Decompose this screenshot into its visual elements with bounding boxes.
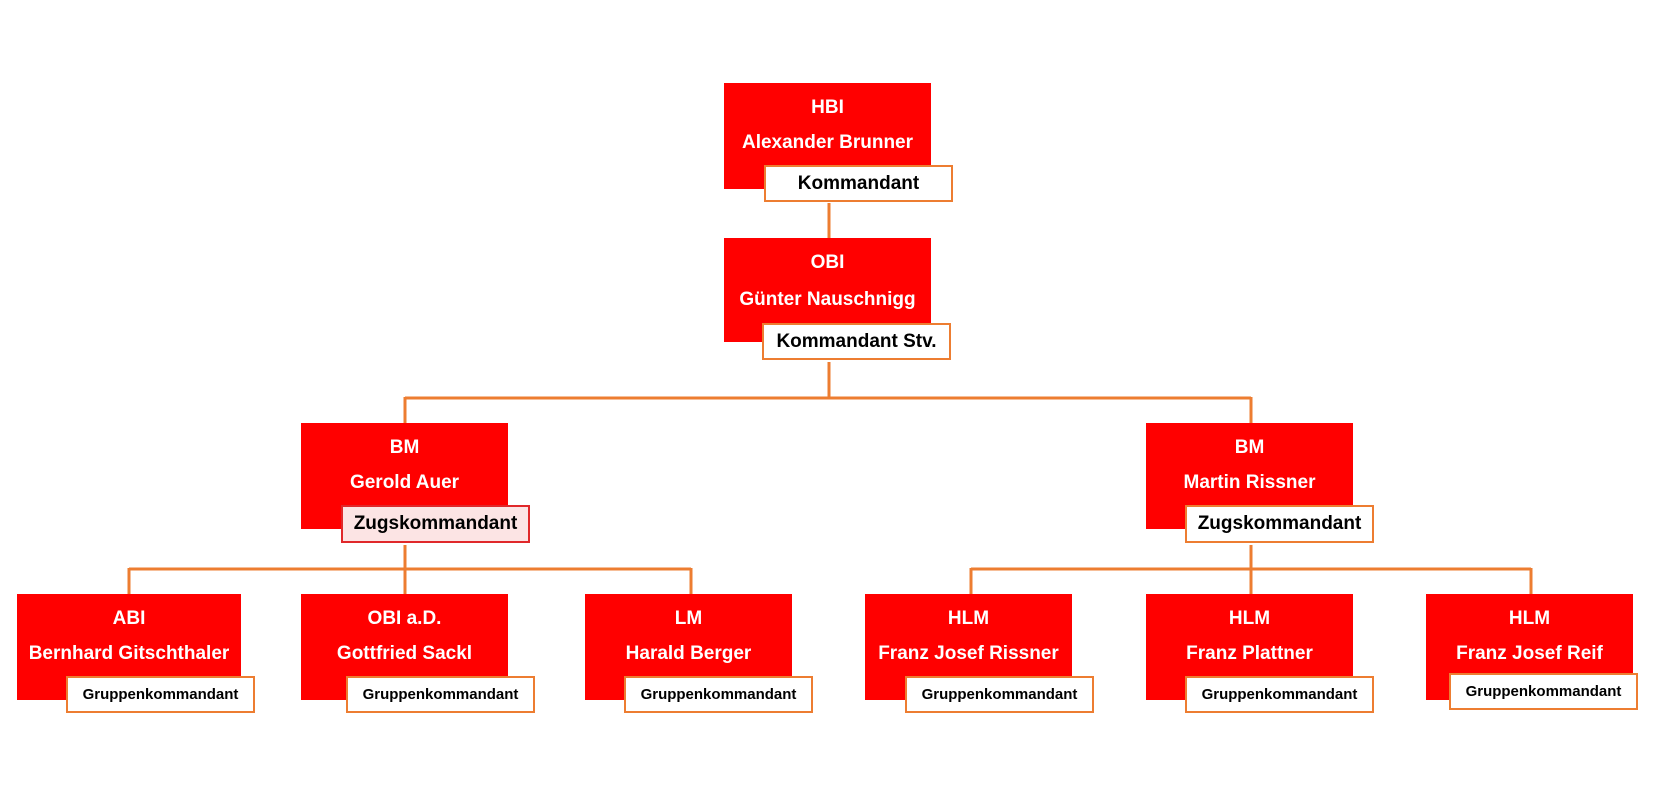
role-label-zugskommandant-1: Zugskommandant [341,505,530,543]
node-person-name: Franz Plattner [1186,643,1313,664]
node-rank: OBI [810,252,845,273]
node-rank: BM [389,437,420,458]
node-person-name: Harald Berger [625,643,752,664]
node-person-name: Gerold Auer [349,472,460,493]
node-person-name: Gottfried Sackl [336,643,473,664]
node-rank: HLM [1508,608,1551,629]
node-person-name: Franz Josef Reif [1456,643,1603,664]
node-person-name: Alexander Brunner [741,132,914,153]
node-person-name: Franz Josef Rissner [878,643,1059,664]
role-label-kommandant-stv: Kommandant Stv. [762,323,951,360]
node-person-name: Bernhard Gitschthaler [28,643,230,664]
role-label-gruppenkommandant-5: Gruppenkommandant [1185,676,1374,713]
role-label-kommandant: Kommandant [764,165,953,202]
node-rank: HLM [947,608,990,629]
role-label-gruppenkommandant-6: Gruppenkommandant [1449,673,1638,710]
role-label-gruppenkommandant-1: Gruppenkommandant [66,676,255,713]
node-rank: ABI [112,608,146,629]
node-rank: HLM [1228,608,1271,629]
node-rank: OBI a.D. [367,608,442,629]
role-label-zugskommandant-2: Zugskommandant [1185,505,1374,543]
node-person-name: Martin Rissner [1183,472,1316,493]
node-rank: LM [674,608,703,629]
node-person-name: Günter Nauschnigg [739,289,916,310]
node-rank: HBI [811,97,844,118]
role-label-gruppenkommandant-2: Gruppenkommandant [346,676,535,713]
role-label-gruppenkommandant-4: Gruppenkommandant [905,676,1094,713]
node-rank: BM [1234,437,1265,458]
role-label-gruppenkommandant-3: Gruppenkommandant [624,676,813,713]
